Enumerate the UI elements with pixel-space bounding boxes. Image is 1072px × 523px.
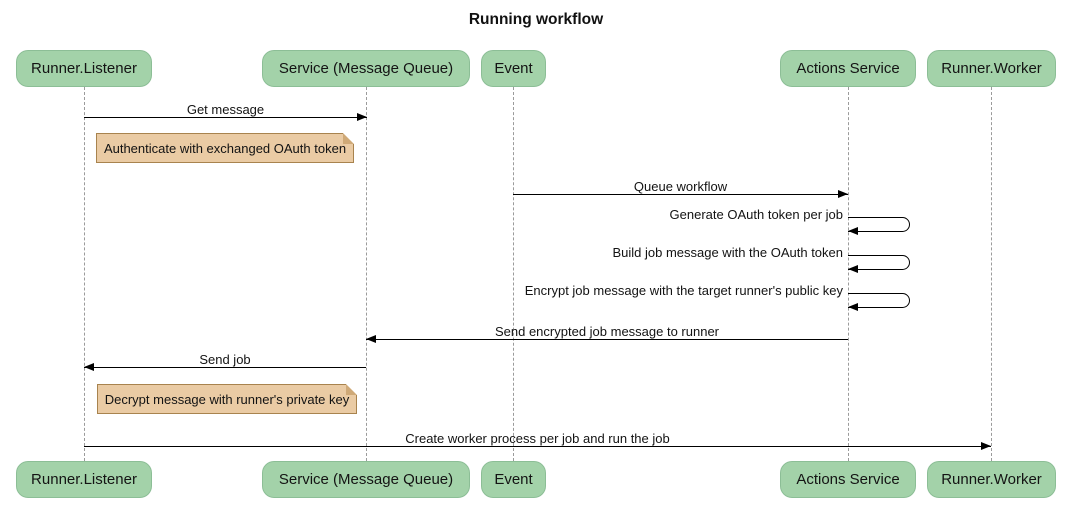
message-label-generate-oauth-token: Generate OAuth token per job <box>669 207 843 222</box>
message-line-send-encrypted-job <box>366 339 848 340</box>
lifeline-runner-listener <box>83 87 85 461</box>
participant-top-actions-service: Actions Service <box>780 50 916 87</box>
note-fold-corner-icon <box>346 383 358 395</box>
message-label-build-job-message: Build job message with the OAuth token <box>612 245 843 260</box>
arrowhead-left-icon <box>848 303 858 311</box>
lifeline-runner-worker <box>990 87 992 461</box>
self-message-loop <box>848 293 910 308</box>
lifeline-service-message-queue <box>365 87 367 461</box>
arrowhead-left-icon <box>366 335 376 343</box>
diagram-title: Running workflow <box>468 11 604 28</box>
message-label-create-worker-process: Create worker process per job and run th… <box>405 431 670 446</box>
message-line-queue-workflow <box>513 194 848 195</box>
participant-top-runner-listener: Runner.Listener <box>16 50 152 87</box>
arrowhead-right-icon <box>357 113 367 121</box>
self-message-loop <box>848 255 910 270</box>
message-label-send-encrypted-job: Send encrypted job message to runner <box>494 324 720 339</box>
note-text: Authenticate with exchanged OAuth token <box>103 140 347 156</box>
arrowhead-right-icon <box>981 442 991 450</box>
lifeline-actions-service <box>847 87 849 461</box>
note-fold-corner-icon <box>343 132 355 144</box>
message-label-send-job: Send job <box>199 352 251 367</box>
participant-bottom-actions-service: Actions Service <box>780 461 916 498</box>
participant-top-runner-worker: Runner.Worker <box>927 50 1056 87</box>
note-decrypt-private-key: Decrypt message with runner's private ke… <box>97 383 358 414</box>
arrowhead-left-icon <box>848 265 858 273</box>
message-line-send-job <box>84 367 366 368</box>
message-label-get-message: Get message <box>186 102 265 117</box>
arrowhead-left-icon <box>84 363 94 371</box>
participant-top-event: Event <box>481 50 546 87</box>
participant-bottom-service-message-queue: Service (Message Queue) <box>262 461 470 498</box>
participant-bottom-runner-listener: Runner.Listener <box>16 461 152 498</box>
arrowhead-left-icon <box>848 227 858 235</box>
participant-bottom-event: Event <box>481 461 546 498</box>
participant-bottom-runner-worker: Runner.Worker <box>927 461 1056 498</box>
message-label-encrypt-job-message: Encrypt job message with the target runn… <box>524 283 843 298</box>
self-message-loop <box>848 217 910 232</box>
participant-top-service-message-queue: Service (Message Queue) <box>262 50 470 87</box>
message-line-get-message <box>84 117 367 118</box>
arrowhead-right-icon <box>838 190 848 198</box>
note-authenticate-oauth: Authenticate with exchanged OAuth token <box>96 132 355 163</box>
message-label-queue-workflow: Queue workflow <box>633 179 728 194</box>
message-line-create-worker-process <box>84 446 991 447</box>
lifeline-event <box>513 87 514 461</box>
note-text: Decrypt message with runner's private ke… <box>104 391 350 407</box>
